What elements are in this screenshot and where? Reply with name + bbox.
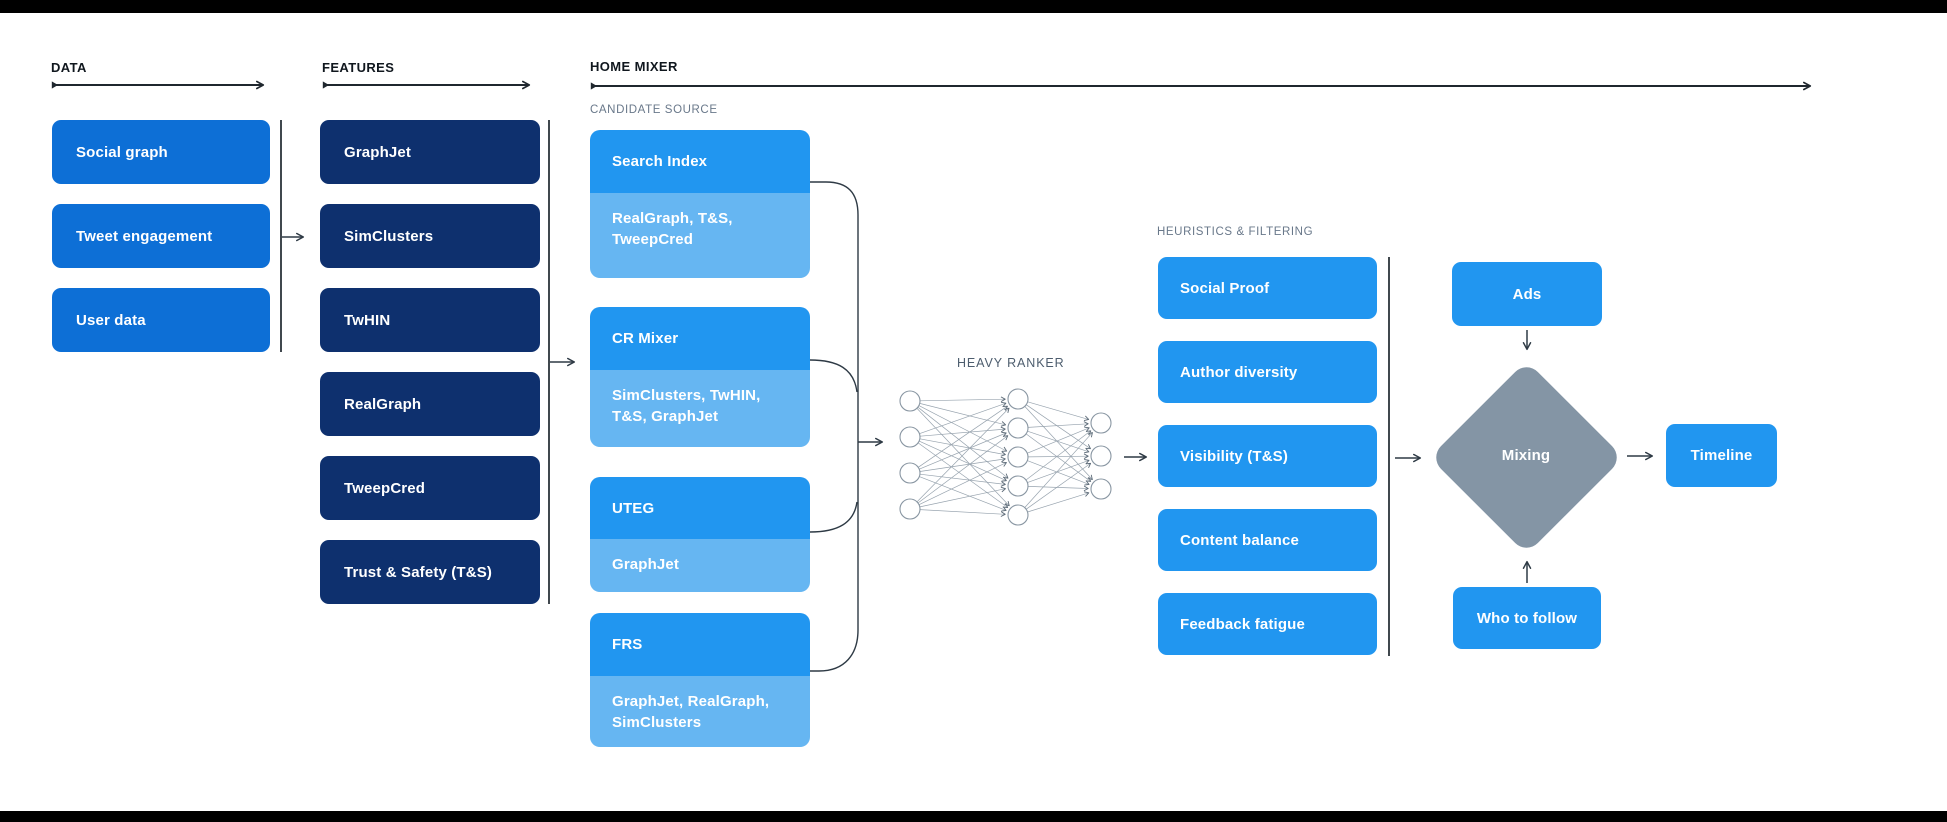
mixing-label: Mixing [1501,447,1551,464]
candidate-bus-cr-mixer-branch [809,359,858,393]
section-title-home-mixer: HOME MIXER [590,59,678,74]
feature-box-label: GraphJet [344,143,412,161]
data-box-label: Social graph [76,143,168,161]
data-box-label: Tweet engagement [76,227,213,245]
candidate-name: UTEG [612,499,655,517]
heuristic-box-author-diversity: Author diversity [1158,341,1377,403]
candidate-box-features: GraphJet [590,539,810,592]
candidate-bus-uteg-branch [809,501,858,533]
heuristic-label: Feedback fatigue [1180,615,1305,633]
letterbox-bar-bottom [0,811,1947,822]
feature-box-realgraph: RealGraph [320,372,540,436]
candidate-box-features: RealGraph, T&S, TweepCred [590,193,810,278]
subsection-title-candidate-source: CANDIDATE SOURCE [590,104,718,116]
heuristic-label: Content balance [1180,531,1299,549]
feature-box-label: TweepCred [344,479,426,497]
feature-box-tweepcred: TweepCred [320,456,540,520]
heuristic-box-feedback-fatigue: Feedback fatigue [1158,593,1377,655]
ads-box: Ads [1452,262,1602,326]
candidate-box-uteg: UTEG GraphJet [590,477,810,592]
candidate-box-features: SimClusters, TwHIN, T&S, GraphJet [590,370,810,447]
candidate-box-frs: FRS GraphJet, RealGraph, SimClusters [590,613,810,747]
feature-box-trust-safety: Trust & Safety (T&S) [320,540,540,604]
timeline-label: Timeline [1690,447,1753,464]
candidate-box-header: CR Mixer [590,307,810,370]
feature-box-label: TwHIN [344,311,391,329]
subsection-title-heavy-ranker: HEAVY RANKER [957,356,1065,370]
data-box-label: User data [76,311,146,329]
heuristic-box-social-proof: Social Proof [1158,257,1377,319]
heuristic-box-visibility: Visibility (T&S) [1158,425,1377,487]
candidate-name: Search Index [612,153,708,170]
candidate-box-search-index: Search Index RealGraph, T&S, TweepCred [590,130,810,278]
data-box-social-graph: Social graph [52,120,270,184]
feature-box-simclusters: SimClusters [320,204,540,268]
feature-box-label: RealGraph [344,395,422,413]
feature-box-label: SimClusters [344,227,434,245]
candidate-name: CR Mixer [612,330,679,347]
subsection-title-heuristics: HEURISTICS & FILTERING [1157,226,1314,238]
candidate-box-header: FRS [590,613,810,676]
who-to-follow-label: Who to follow [1476,609,1578,627]
letterbox-bar-top [0,0,1947,13]
data-box-user-data: User data [52,288,270,352]
heavy-ranker-network [899,388,1112,526]
candidate-box-header: Search Index [590,130,810,193]
candidate-name: FRS [612,636,643,653]
candidate-box-cr-mixer: CR Mixer SimClusters, TwHIN, T&S, GraphJ… [590,307,810,447]
candidate-box-features: GraphJet, RealGraph, SimClusters [590,676,810,747]
heuristic-label: Visibility (T&S) [1180,447,1288,465]
section-title-features: FEATURES [322,60,395,75]
feature-box-graphjet: GraphJet [320,120,540,184]
ads-label: Ads [1512,285,1542,303]
feature-box-label: Trust & Safety (T&S) [344,563,493,581]
candidate-box-header: UTEG [590,477,810,539]
feature-box-twhin: TwHIN [320,288,540,352]
heuristic-box-content-balance: Content balance [1158,509,1377,571]
who-to-follow-box: Who to follow [1453,587,1601,649]
heuristic-label: Social Proof [1180,279,1270,297]
candidate-bus-line [810,181,859,672]
data-box-tweet-engagement: Tweet engagement [52,204,270,268]
section-title-data: DATA [51,60,87,75]
timeline-box: Timeline [1666,424,1777,487]
heuristic-label: Author diversity [1180,363,1298,381]
